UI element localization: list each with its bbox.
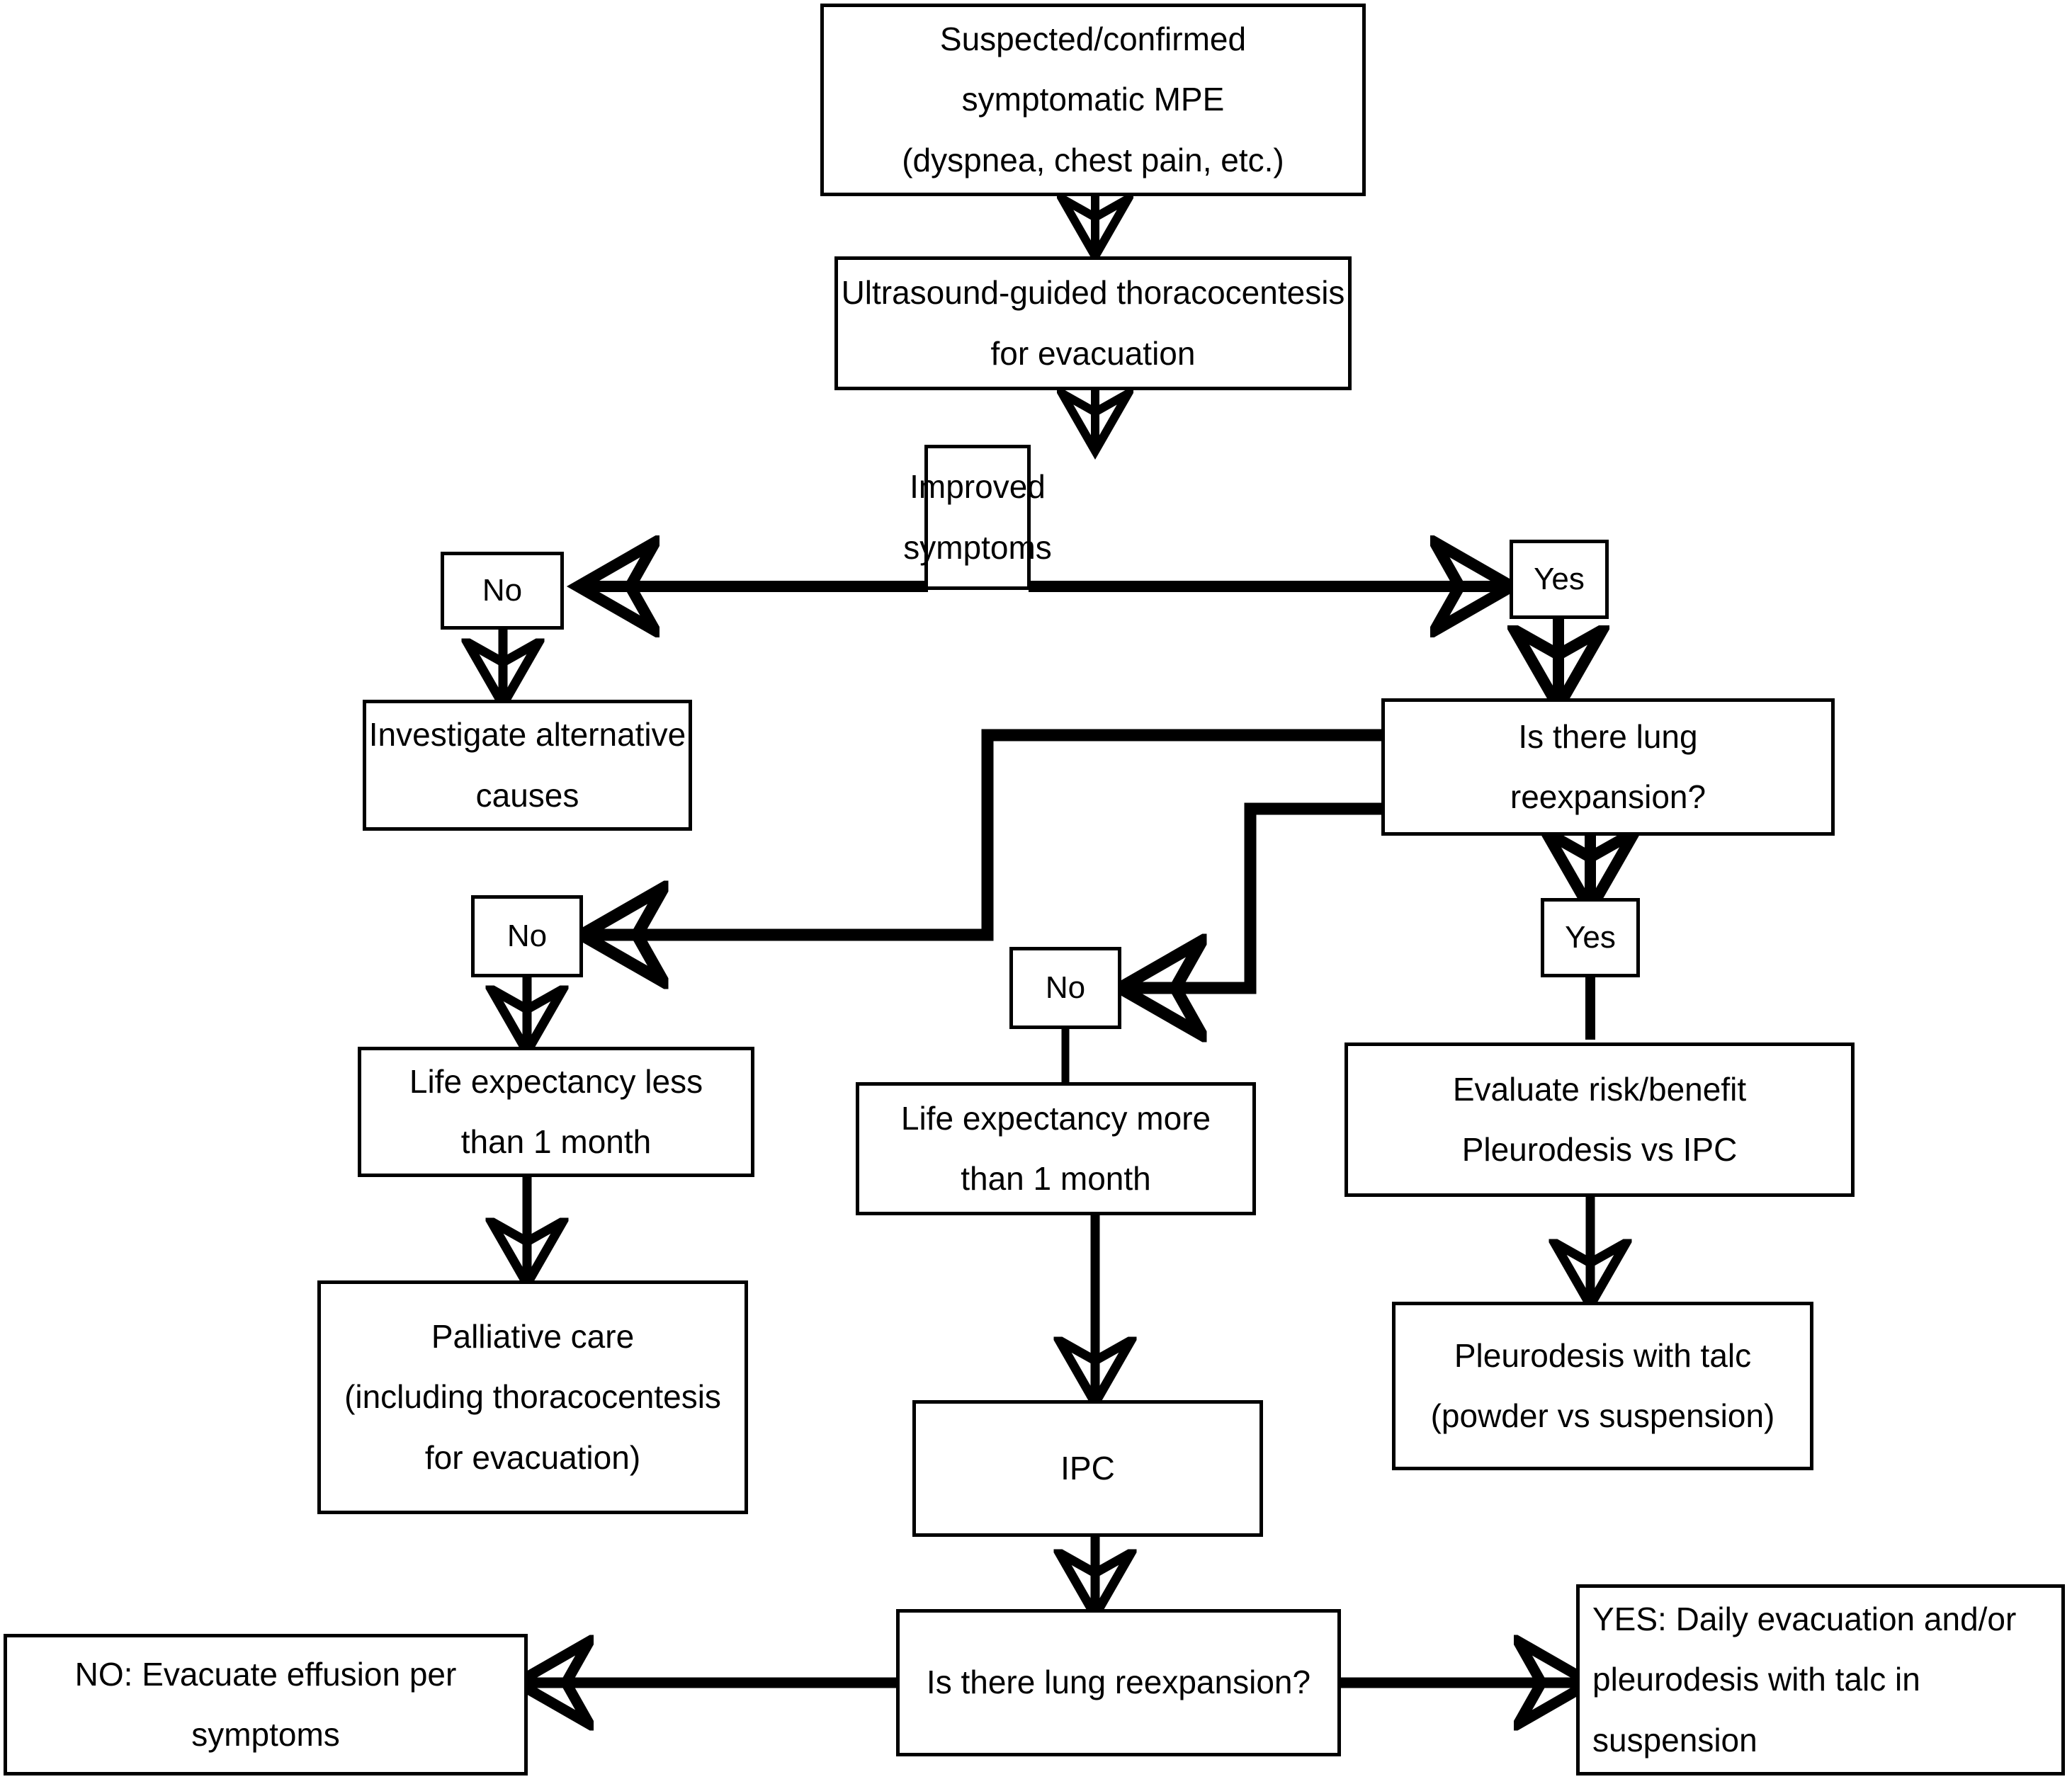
node-suspected-mpe-line3: (dyspnea, chest pain, etc.) [902, 141, 1284, 178]
node-suspected-mpe-line2: symptomatic MPE [961, 81, 1225, 118]
node-improved-no[interactable]: No [441, 552, 564, 630]
node-thoracocentesis-line2: for evacuation [990, 334, 1196, 372]
node-improved-symptoms-line1: Improved [910, 468, 1046, 506]
node-pleurodesis-talc[interactable]: Pleurodesis with talc (powder vs suspens… [1392, 1302, 1813, 1470]
node-thoracocentesis[interactable]: Ultrasound-guided thoracocentesis for ev… [834, 256, 1352, 390]
node-reexpansion-no-left[interactable]: No [471, 895, 583, 977]
node-lung-reexpansion-question[interactable]: Is there lung reexpansion? [1381, 698, 1835, 836]
node-final-yes-outcome-line3: suspension [1592, 1721, 1757, 1759]
node-life-expectancy-less[interactable]: Life expectancy less than 1 month [358, 1047, 754, 1177]
node-life-expectancy-more[interactable]: Life expectancy more than 1 month [856, 1082, 1256, 1215]
node-improved-symptoms-line2: symptoms [903, 528, 1052, 566]
node-reexpansion-yes[interactable]: Yes [1541, 898, 1640, 977]
node-life-expectancy-less-line2: than 1 month [460, 1123, 652, 1160]
node-improved-symptoms[interactable]: Improved symptoms [903, 445, 1052, 590]
node-evaluate-risk-benefit-line2: Pleurodesis vs IPC [1461, 1131, 1738, 1168]
node-final-yes-outcome-line2: pleurodesis with talc in [1592, 1661, 1920, 1698]
node-palliative-care[interactable]: Palliative care (including thoracocentes… [317, 1280, 748, 1514]
node-lung-reexpansion-question-line1: Is there lung [1518, 717, 1698, 755]
node-final-reexpansion-question-label: Is there lung reexpansion? [926, 1664, 1311, 1701]
node-evaluate-risk-benefit-line1: Evaluate risk/benefit [1452, 1070, 1747, 1108]
node-ipc-label: IPC [1060, 1449, 1115, 1487]
node-life-expectancy-more-line2: than 1 month [961, 1160, 1151, 1197]
node-pleurodesis-talc-line2: (powder vs suspension) [1430, 1397, 1775, 1434]
node-improved-no-label: No [482, 572, 523, 608]
node-reexpansion-no-mid[interactable]: No [1009, 947, 1121, 1029]
node-palliative-care-line2: (including thoracocentesis [344, 1378, 721, 1416]
node-lung-reexpansion-question-line2: reexpansion? [1510, 778, 1706, 815]
node-final-reexpansion-question[interactable]: Is there lung reexpansion? [896, 1609, 1341, 1756]
node-palliative-care-line3: for evacuation) [424, 1438, 641, 1476]
node-thoracocentesis-line1: Ultrasound-guided thoracocentesis [841, 274, 1345, 312]
node-final-no-outcome-line2: symptoms [191, 1716, 340, 1753]
node-investigate-causes-line1: Investigate alternative [368, 716, 686, 754]
node-evaluate-risk-benefit[interactable]: Evaluate risk/benefit Pleurodesis vs IPC [1344, 1042, 1855, 1197]
node-ipc[interactable]: IPC [912, 1400, 1263, 1537]
node-suspected-mpe[interactable]: Suspected/confirmed symptomatic MPE (dys… [820, 4, 1366, 196]
node-improved-yes-label: Yes [1534, 561, 1585, 596]
node-final-yes-outcome-line1: YES: Daily evacuation and/or [1592, 1601, 2017, 1638]
node-final-no-outcome[interactable]: NO: Evacuate effusion per symptoms [4, 1634, 528, 1776]
edge-reexpansion-to-no-left [594, 729, 1385, 935]
node-reexpansion-no-mid-label: No [1045, 970, 1086, 1005]
node-improved-yes[interactable]: Yes [1510, 540, 1609, 619]
node-life-expectancy-more-line1: Life expectancy more [900, 1099, 1211, 1137]
node-reexpansion-yes-label: Yes [1565, 919, 1616, 955]
node-life-expectancy-less-line1: Life expectancy less [409, 1062, 703, 1100]
node-palliative-care-line1: Palliative care [431, 1318, 635, 1356]
node-reexpansion-no-left-label: No [506, 918, 548, 953]
node-final-no-outcome-line1: NO: Evacuate effusion per [74, 1655, 457, 1693]
edge-reexpansion-to-no-mid [1132, 802, 1385, 988]
node-pleurodesis-talc-line1: Pleurodesis with talc [1454, 1336, 1752, 1374]
node-suspected-mpe-line1: Suspected/confirmed [939, 21, 1247, 58]
node-final-yes-outcome[interactable]: YES: Daily evacuation and/or pleurodesis… [1576, 1584, 2065, 1776]
node-investigate-causes[interactable]: Investigate alternative causes [363, 700, 692, 831]
node-investigate-causes-line2: causes [475, 776, 579, 814]
